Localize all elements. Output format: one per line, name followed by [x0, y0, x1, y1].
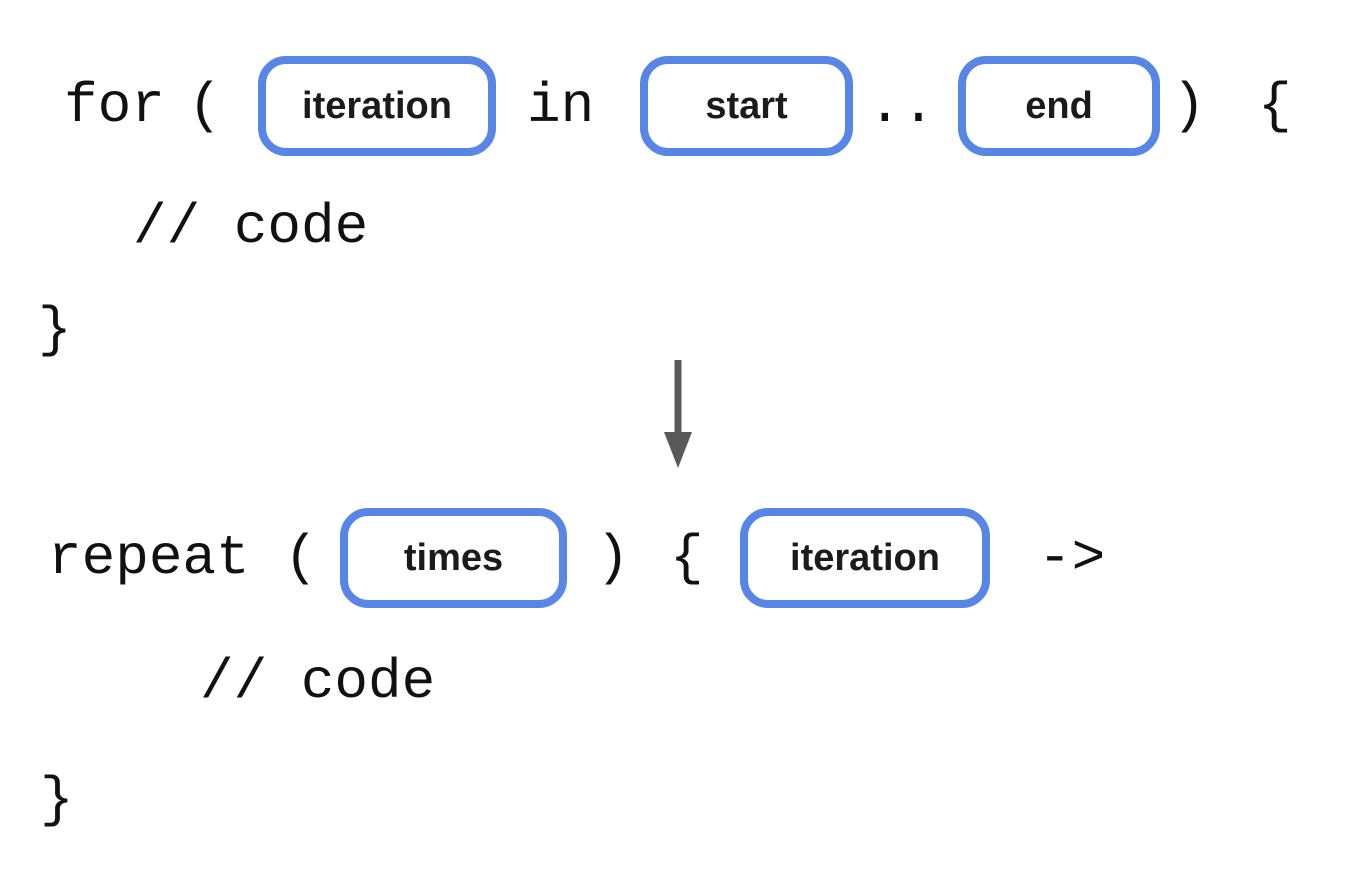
start-slot-label: start: [705, 84, 788, 127]
lambda-arrow-token: ->: [1038, 526, 1106, 590]
iteration-slot-box: iteration: [740, 508, 990, 608]
times-slot-label: times: [403, 536, 504, 579]
close-brace: }: [38, 298, 72, 362]
open-paren: (: [188, 74, 222, 138]
open-brace: {: [670, 526, 704, 590]
in-keyword: in: [527, 74, 595, 138]
iteration-slot-box: iteration: [258, 56, 496, 156]
iteration-slot-label: iteration: [302, 84, 452, 127]
end-slot-label: end: [1025, 84, 1093, 127]
iteration-slot-label: iteration: [790, 536, 940, 579]
for-keyword: for: [64, 74, 165, 138]
close-paren: ): [1172, 74, 1206, 138]
code-comment: // code: [133, 195, 369, 259]
start-slot-box: start: [640, 56, 853, 156]
open-paren: (: [284, 526, 318, 590]
close-paren: ): [596, 526, 630, 590]
transform-arrow-icon: [658, 360, 698, 470]
code-comment: // code: [200, 650, 436, 714]
times-slot-box: times: [340, 508, 567, 608]
repeat-keyword: repeat: [48, 526, 250, 590]
open-brace: {: [1258, 74, 1292, 138]
end-slot-box: end: [958, 56, 1160, 156]
range-operator: ..: [868, 74, 936, 138]
close-brace: }: [40, 768, 74, 832]
